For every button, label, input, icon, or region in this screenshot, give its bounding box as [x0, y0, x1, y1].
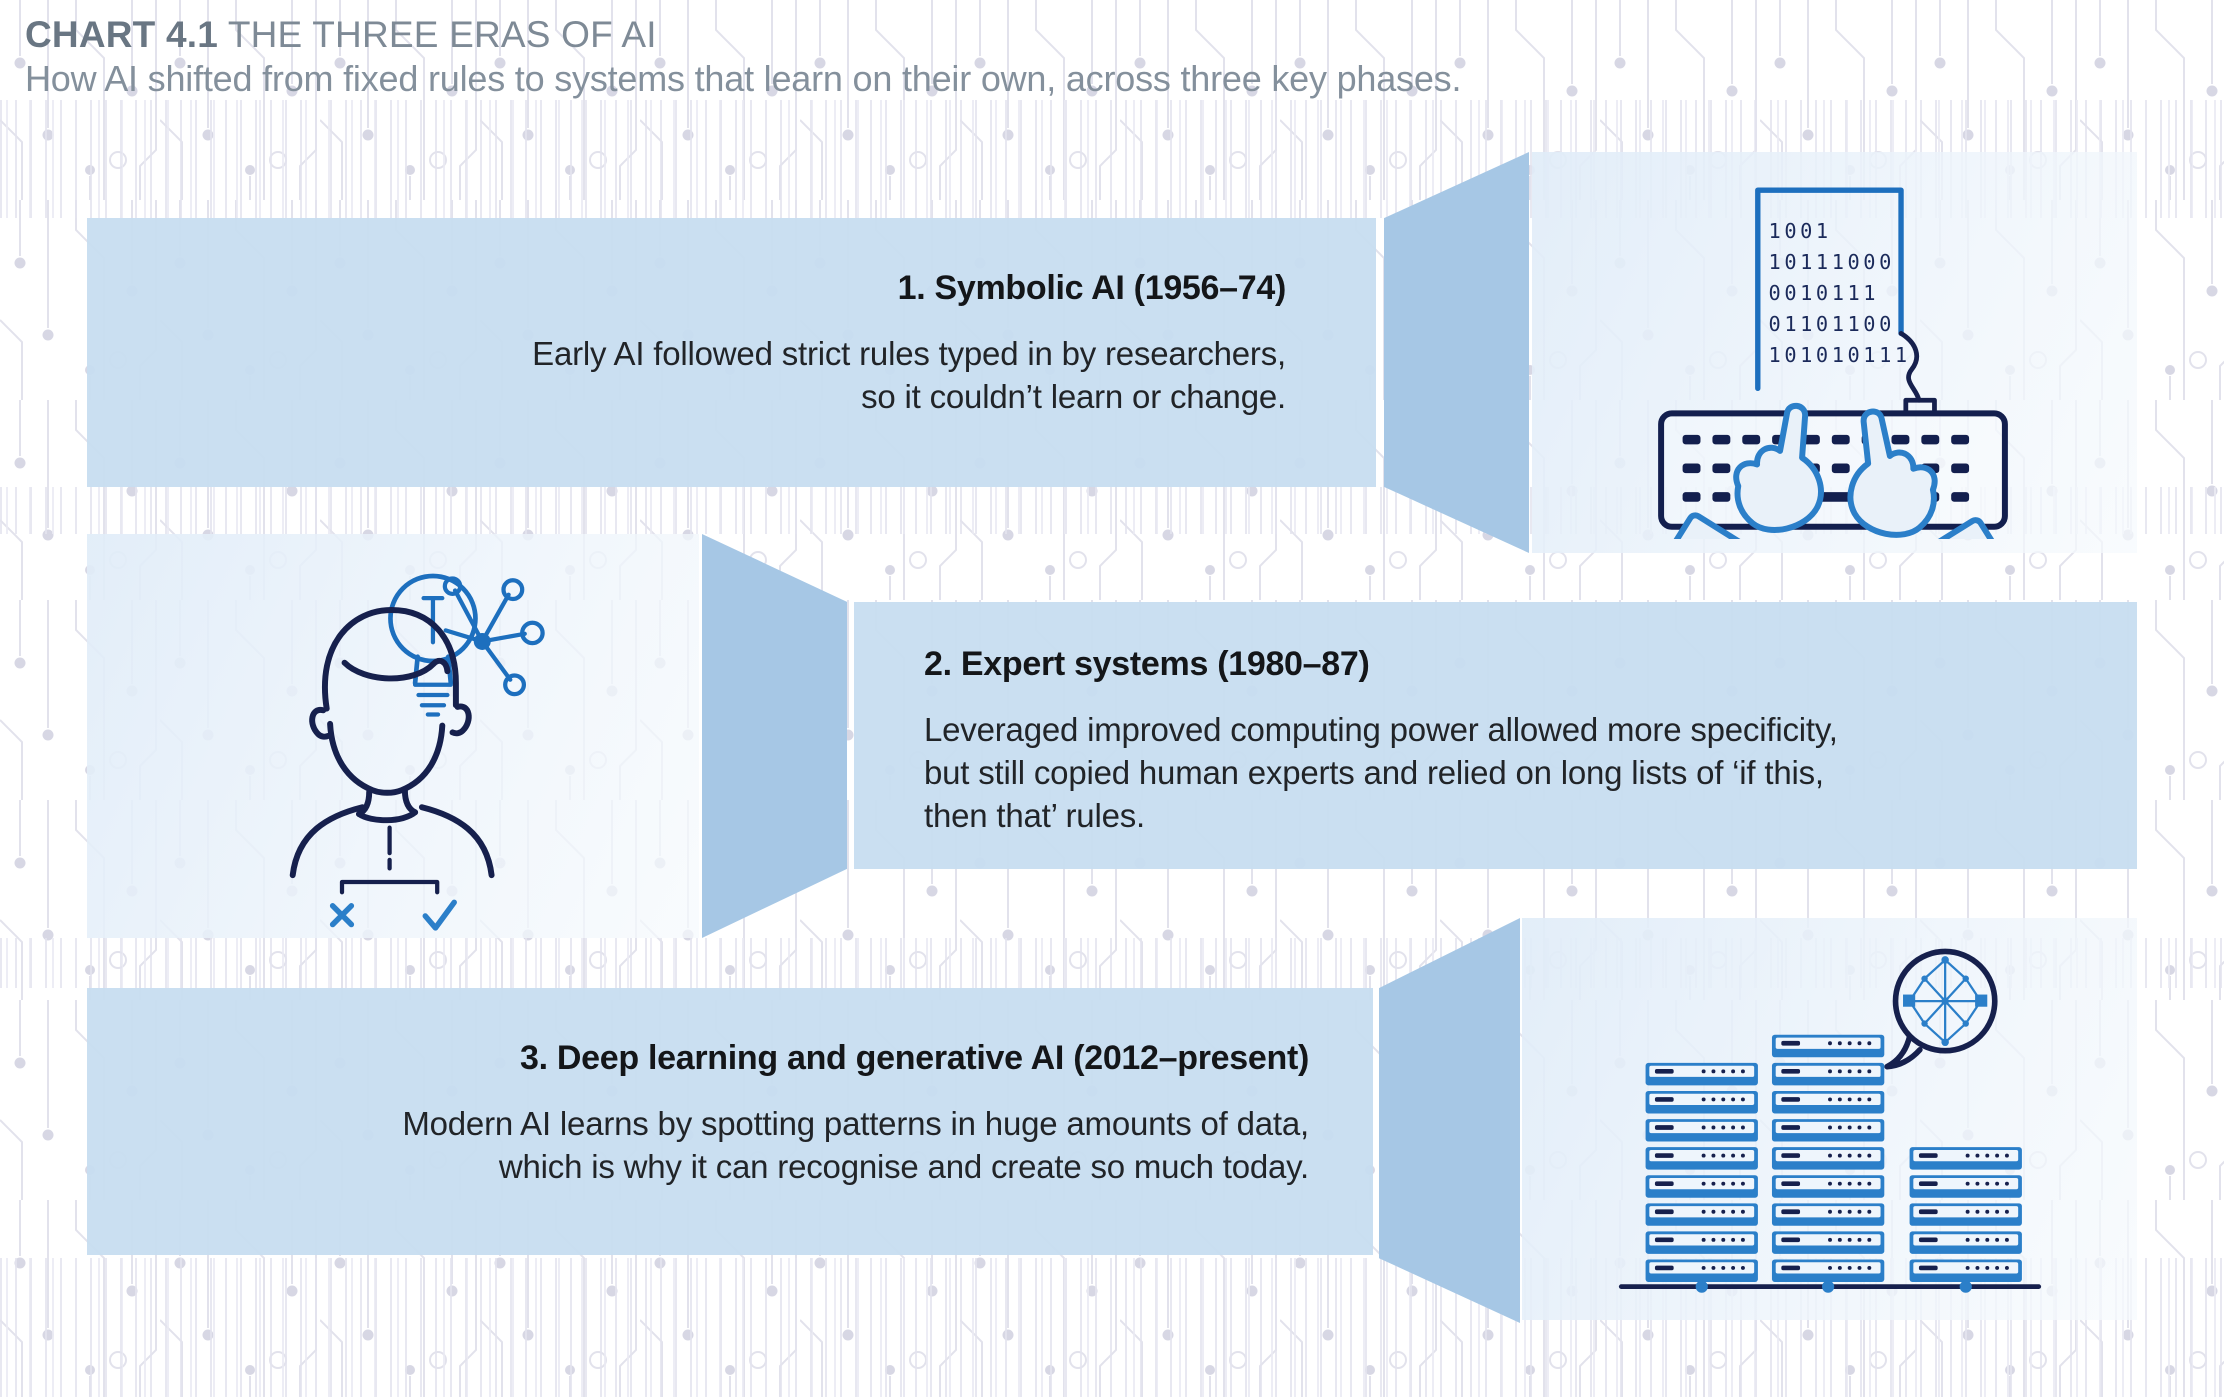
era3-body: Modern AI learns by spotting patterns in… [402, 1105, 1309, 1185]
left-typing-hand [1733, 402, 1824, 533]
network-connector-dots [1695, 1280, 1972, 1293]
chart-title: THE THREE ERAS OF AI [227, 14, 657, 55]
era1-connector-shape [1384, 152, 1529, 553]
page-title: CHART 4.1 THE THREE ERAS OF AI [25, 12, 1461, 57]
era2-body: Leveraged improved computing power allow… [924, 711, 1838, 834]
era3-text-block: 3. Deep learning and generative AI (2012… [87, 988, 1373, 1255]
svg-text:01101100: 01101100 [1769, 312, 1895, 336]
person-outline [289, 607, 495, 879]
neural-network-icon [1903, 956, 1988, 1047]
era3-band: 3. Deep learning and generative AI (2012… [87, 988, 1373, 1255]
chart-subtitle: How AI shifted from fixed rules to syste… [25, 58, 1462, 99]
cross-mark-icon [329, 903, 355, 928]
binary-code-rows: 1001 10111000 0010111 01101100 101010111 [1769, 219, 1911, 367]
server-stacks-ai-chat-icon [1618, 948, 2042, 1293]
era2-connector-shape [702, 534, 847, 938]
era1-text-block: 1. Symbolic AI (1956–74) Early AI follow… [87, 218, 1376, 487]
check-mark-icon [422, 899, 457, 931]
era2-text-block: 2. Expert systems (1980–87) Leveraged im… [854, 602, 2137, 869]
svg-text:0010111: 0010111 [1769, 281, 1880, 305]
human-expert-lightbulb-icon [289, 573, 545, 931]
svg-text:101010111: 101010111 [1769, 343, 1911, 367]
right-typing-hand [1847, 408, 1938, 538]
header: CHART 4.1 THE THREE ERAS OF AI How AI sh… [25, 12, 1461, 101]
era1-heading: 1. Symbolic AI (1956–74) [897, 269, 1287, 307]
server-stacks [1645, 1034, 2022, 1282]
keyboard-binary-typing-icon: 1001 10111000 0010111 01101100 101010111 [1658, 187, 2008, 539]
speech-bubble [1884, 948, 1998, 1070]
era2-band: 2. Expert systems (1980–87) Leveraged im… [854, 602, 2137, 869]
idea-lightbulb [388, 573, 478, 717]
era3-heading: 3. Deep learning and generative AI (2012… [520, 1039, 1309, 1077]
era1-icon-panel [1532, 152, 2137, 553]
svg-text:10111000: 10111000 [1769, 250, 1895, 274]
chart-number-label: CHART 4.1 [25, 14, 218, 55]
binary-paper [1755, 187, 1904, 391]
era1-body: Early AI followed strict rules typed in … [532, 335, 1286, 415]
era2-heading: 2. Expert systems (1980–87) [924, 645, 1370, 683]
svg-text:1001: 1001 [1769, 219, 1832, 243]
left-cuff [1669, 512, 1757, 539]
cable [1898, 331, 1922, 403]
neural-network-node [442, 576, 545, 697]
decision-branch [329, 825, 457, 931]
era1-band: 1. Symbolic AI (1956–74) Early AI follow… [87, 218, 1376, 487]
era3-connector-shape [1379, 918, 1520, 1323]
right-cuff [1913, 517, 2001, 539]
